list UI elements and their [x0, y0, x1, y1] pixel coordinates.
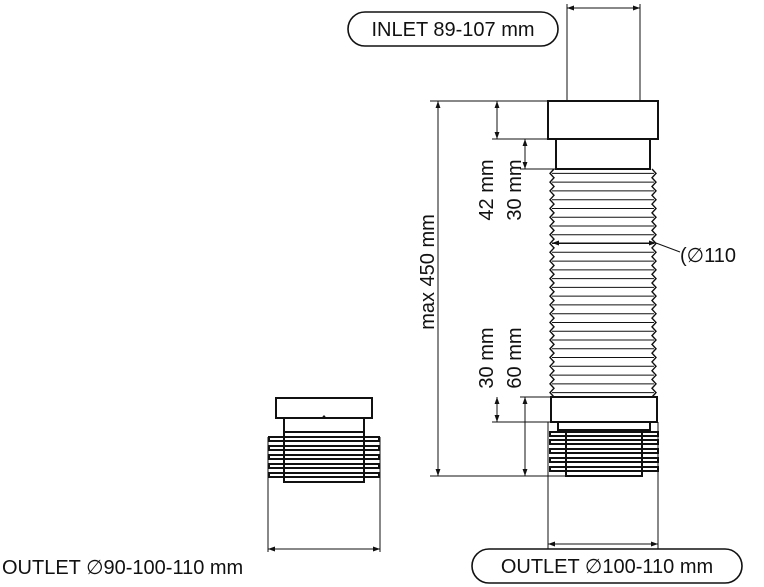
corrugated-hose [549, 168, 657, 398]
top-depth-dimensions: 42 mm 30 mm [476, 101, 556, 221]
seal-ring [268, 445, 380, 451]
inlet-dimension [566, 4, 641, 118]
outlet-spigot-core [565, 431, 643, 477]
adapter-neck [283, 417, 365, 433]
seal-ring [268, 463, 380, 469]
outlet-left-label-text: OUTLET ∅90-100-110 mm [2, 557, 243, 579]
seal-ring [268, 436, 380, 442]
inlet-label-frame [347, 11, 559, 47]
max-length-text: max 450 mm [417, 214, 439, 330]
seal-ring [268, 454, 380, 460]
outlet-right-label: OUTLET ∅100-110 mm [471, 548, 743, 584]
outlet-right-label-frame [471, 548, 743, 584]
seal-ring [268, 472, 380, 478]
diameter-110-text: (∅110 [680, 245, 736, 267]
adapter-core [283, 431, 365, 483]
inlet-label: INLET 89-107 mm [347, 11, 559, 47]
flexible-pipe [547, 100, 659, 477]
dim-60-text: 60 mm [504, 327, 526, 388]
hose-right-edge [651, 168, 657, 398]
outlet-right-label-text: OUTLET ∅100-110 mm [501, 556, 713, 578]
outlet-collar [550, 396, 658, 423]
dim-42-text: 42 mm [476, 159, 498, 220]
bottom-depth-dimensions: 30 mm 60 mm [476, 327, 551, 476]
dim-30-top-text: 30 mm [504, 159, 526, 220]
adapter-seal-rings [268, 436, 380, 478]
inlet-label-text: INLET 89-107 mm [371, 19, 534, 41]
outlet-adapter [268, 397, 380, 483]
max-length-dimension: max 450 mm [417, 100, 566, 477]
inlet-collar [547, 100, 659, 140]
hose-left-edge [549, 168, 555, 398]
diameter-110-callout: (∅110 [552, 240, 736, 267]
outlet-right-dimension [547, 422, 659, 552]
outlet-left-dimension [267, 437, 381, 552]
dim-30-bottom-text: 30 mm [476, 327, 498, 388]
inlet-neck [555, 138, 651, 170]
outlet-spigot-top [557, 421, 651, 431]
